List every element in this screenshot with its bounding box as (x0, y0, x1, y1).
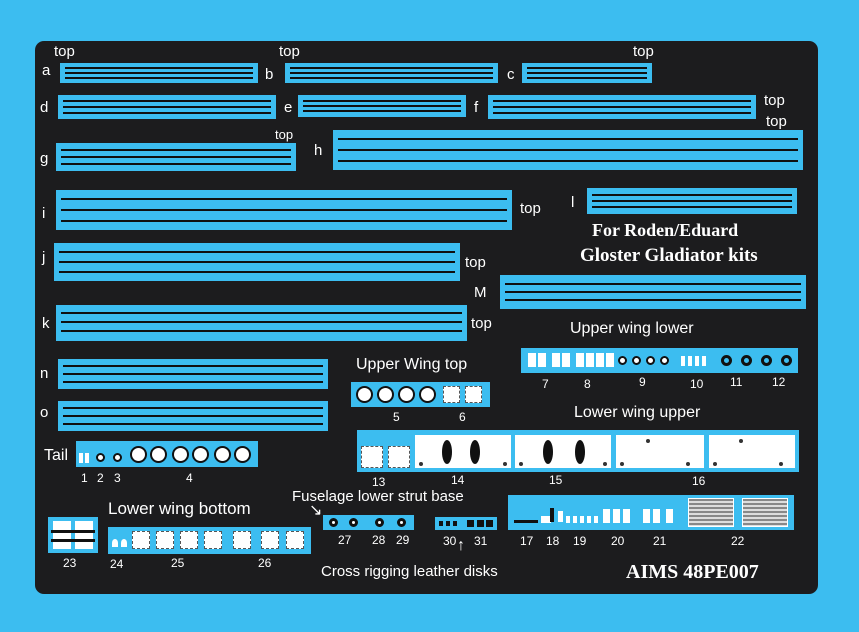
top-label: top (764, 92, 785, 109)
part-number: 25 (171, 556, 185, 570)
strut-letter-l: l (571, 194, 575, 211)
fret-cross-rigging (435, 517, 497, 530)
part-number: 21 (653, 534, 667, 548)
part-number: 11 (730, 375, 743, 389)
part-number: 17 (520, 534, 534, 548)
strut-e (298, 95, 466, 117)
strut-b (285, 63, 498, 83)
part-number: 29 (396, 533, 410, 547)
part-number: 16 (692, 474, 706, 488)
part-number: 10 (690, 377, 704, 391)
kit-heading-line1: For Roden/Eduard (592, 220, 739, 240)
fret-tail (76, 441, 258, 467)
strut-letter-m: M (474, 284, 487, 301)
section-title-tail: Tail (44, 447, 69, 464)
part-number: 9 (639, 375, 646, 389)
strut-j (54, 243, 460, 281)
strut-letter-f: f (474, 99, 479, 116)
strut-n (58, 359, 328, 389)
part-number: 20 (611, 534, 625, 548)
top-label: top (465, 254, 486, 271)
top-label: top (633, 43, 654, 60)
part-number: 27 (338, 533, 352, 547)
part-number: 26 (258, 556, 272, 570)
part-number: 28 (372, 533, 386, 547)
strut-a (60, 63, 258, 83)
strut-letter-a: a (42, 62, 51, 79)
part-number: 12 (772, 375, 786, 389)
strut-letter-n: n (40, 365, 49, 382)
fret-upper-wing-top (351, 382, 490, 407)
strut-letter-o: o (40, 404, 49, 421)
strut-i (56, 190, 512, 230)
strut-l (587, 188, 797, 214)
strut-f (488, 95, 756, 119)
product-code: AIMS 48PE007 (626, 561, 759, 583)
section-title-lower-wing-bottom: Lower wing bottom (108, 499, 251, 518)
strut-letter-e: e (284, 99, 293, 116)
strut-h (333, 130, 803, 170)
pointer-arrow-icon: ↑ (457, 537, 465, 554)
strut-letter-g: g (40, 150, 49, 167)
section-title-fuselage-lower-strut-base: Fuselage lower strut base (292, 488, 464, 505)
kit-heading-line2: Gloster Gladiator kits (580, 245, 758, 266)
fret-lower-wing-upper (357, 430, 799, 472)
top-label: top (275, 127, 294, 142)
part-number: 13 (372, 475, 386, 489)
part-number: 22 (731, 534, 745, 548)
part-number: 19 (573, 534, 587, 548)
fret-upper-wing-lower (521, 348, 798, 373)
fret-lower-wing-bottom-24-26 (108, 527, 311, 554)
strut-letter-i: i (42, 205, 46, 222)
part-number: 6 (459, 410, 466, 424)
strut-k (56, 305, 467, 341)
section-title-lower-wing-upper: Lower wing upper (574, 404, 701, 421)
part-number: 8 (584, 377, 591, 391)
strut-g (56, 143, 296, 171)
part-number: 30 (443, 534, 457, 548)
top-label: top (54, 43, 75, 60)
fret-parts-17-22 (508, 495, 794, 530)
pointer-arrow-icon: ↘ (309, 502, 323, 519)
part-number: 1 (81, 471, 88, 485)
strut-m (500, 275, 806, 309)
part-number: 31 (474, 534, 488, 548)
strut-letter-j: j (42, 249, 46, 266)
part-number: 7 (542, 377, 549, 391)
part-number: 24 (110, 557, 124, 571)
part-number: 14 (451, 473, 465, 487)
section-title-upper-wing-lower: Upper wing lower (570, 320, 694, 337)
section-title-upper-wing-top: Upper Wing top (356, 356, 468, 373)
top-label: top (279, 43, 300, 60)
section-title-cross-rigging: Cross rigging leather disks (321, 563, 498, 580)
strut-letter-k: k (42, 315, 50, 332)
part-number: 4 (186, 471, 193, 485)
strut-letter-c: c (507, 66, 515, 83)
part-number: 5 (393, 410, 400, 424)
top-label: top (766, 113, 787, 130)
fret-fuselage-strut-base (323, 515, 414, 530)
part-number: 2 (97, 471, 104, 485)
top-label: top (520, 200, 541, 217)
strut-d (58, 95, 276, 119)
strut-c (522, 63, 652, 83)
strut-letter-d: d (40, 99, 49, 116)
part-number: 23 (63, 556, 77, 570)
strut-o (58, 401, 328, 431)
part-number: 18 (546, 534, 560, 548)
fret-lower-wing-bottom-23 (48, 517, 98, 553)
part-number: 3 (114, 471, 121, 485)
strut-letter-b: b (265, 66, 274, 83)
top-label: top (471, 315, 492, 332)
part-number: 15 (549, 473, 563, 487)
strut-letter-h: h (314, 142, 323, 159)
